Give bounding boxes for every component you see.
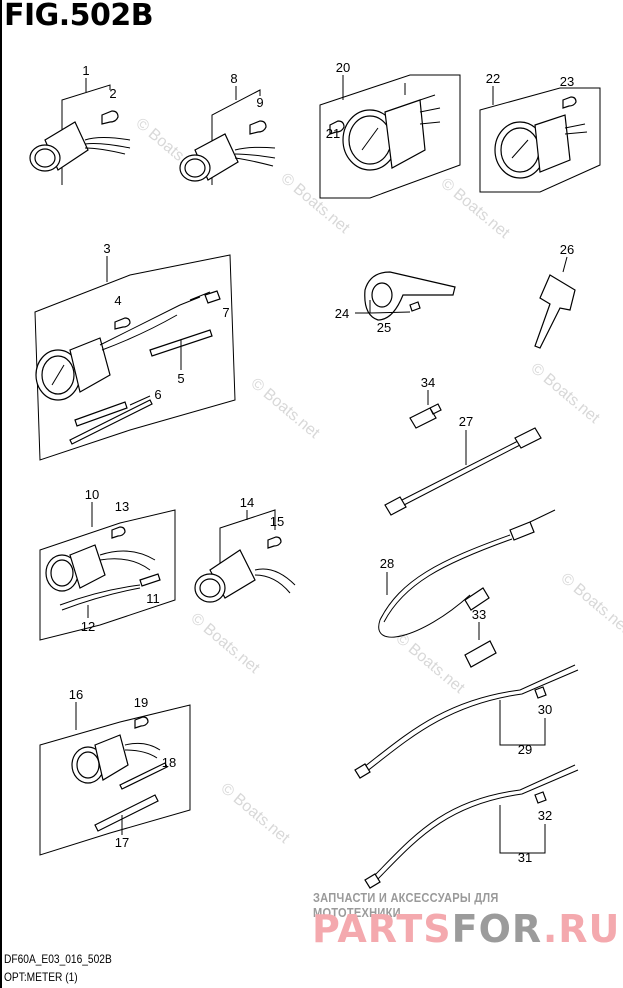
part-group-22 [479, 86, 601, 193]
callout-32: 32 [538, 808, 552, 823]
gauge-part-22 [494, 114, 588, 179]
bracket-part-24 [364, 271, 456, 321]
callout-8: 8 [230, 71, 237, 86]
figure-title: FIG.502B [4, 0, 154, 33]
watermark: © Boats.net [247, 375, 323, 442]
part-group-20 [319, 74, 461, 199]
callout-31: 31 [518, 850, 532, 865]
watermark: © Boats.net [527, 360, 603, 427]
tube-part-17 [94, 794, 159, 832]
brand-tagline: ЗАПЧАСТИ И АКСЕССУАРЫ ДЛЯ МОТОТЕХНИКИ [313, 890, 499, 920]
part-group-24 [355, 271, 456, 321]
callout-18: 18 [162, 755, 176, 770]
watermark: © Boats.net [392, 630, 468, 697]
bulb-part-23 [562, 96, 577, 109]
callout-4: 4 [114, 293, 121, 308]
callout-34: 34 [421, 375, 435, 390]
fitting-part-33 [464, 640, 497, 668]
callout-28: 28 [380, 556, 394, 571]
screw-part-25 [409, 301, 421, 312]
gauge-part-3 [35, 291, 211, 401]
callout-17: 17 [115, 835, 129, 850]
part-group-16 [39, 702, 191, 856]
callout-16: 16 [69, 687, 83, 702]
callout-30: 30 [538, 702, 552, 717]
watermark: © Boats.net [217, 780, 293, 847]
callout-5: 5 [177, 371, 184, 386]
watermark: © Boats.net [187, 610, 263, 677]
watermarks: © Boats.net © Boats.net © Boats.net © Bo… [132, 115, 623, 847]
callout-21: 21 [326, 126, 340, 141]
callout-labels: 1 2 3 4 5 6 7 8 9 10 11 12 13 14 15 16 1… [69, 60, 574, 865]
brand-part-1: PARTS [312, 907, 452, 951]
bulb-part-21 [329, 120, 345, 135]
part-group-3 [34, 254, 236, 461]
harness-part-31 [364, 764, 579, 889]
callout-2: 2 [109, 86, 116, 101]
tachometer-part-20 [342, 83, 441, 171]
callout-3: 3 [103, 241, 110, 256]
diagram-code: DF60A_E03_016_502B [4, 952, 112, 966]
page-border [0, 0, 2, 988]
fitting-part-34 [409, 403, 442, 429]
callout-25: 25 [377, 320, 391, 335]
bulb-part-4 [114, 317, 131, 330]
clip-part-32 [534, 791, 547, 804]
brand-part-3: .RU [542, 907, 621, 951]
bulb-part-13 [111, 526, 126, 539]
part-group-14 [194, 509, 296, 603]
callout-20: 20 [336, 60, 350, 75]
brand-part-2: FOR [451, 907, 543, 951]
callout-7: 7 [222, 305, 229, 320]
harness-part-12 [59, 584, 141, 611]
bulb-part-19 [134, 716, 149, 729]
gauge-part-1 [29, 121, 131, 172]
callout-26: 26 [560, 242, 574, 257]
bulb-part-2 [101, 110, 119, 125]
callout-27: 27 [459, 414, 473, 429]
cable-part-27 [384, 427, 542, 516]
callout-33: 33 [472, 607, 486, 622]
watermark: © Boats.net [557, 570, 623, 637]
callout-15: 15 [270, 514, 284, 529]
bulb-part-15 [267, 536, 282, 549]
watermark: © Boats.net [437, 175, 513, 242]
tie-part-6 [69, 399, 153, 445]
part-group-10 [39, 502, 176, 641]
tube-part-11 [139, 573, 161, 587]
connector-part-7 [204, 290, 221, 304]
tie-part-18 [119, 762, 168, 790]
watermark: © Boats.net [277, 170, 353, 237]
gauge-part-8 [179, 133, 276, 182]
callout-13: 13 [115, 499, 129, 514]
callout-23: 23 [560, 74, 574, 89]
callout-10: 10 [85, 487, 99, 502]
callout-22: 22 [486, 71, 500, 86]
bracket-part-26 [534, 274, 576, 349]
diagram-subtitle: OPT:METER (1) [4, 970, 78, 984]
clip-part-30 [534, 686, 547, 699]
callout-11: 11 [146, 591, 160, 606]
callout-1: 1 [82, 63, 89, 78]
part-group-8 [179, 86, 276, 185]
callout-14: 14 [240, 495, 254, 510]
callout-19: 19 [134, 695, 148, 710]
callout-9: 9 [256, 95, 263, 110]
callout-6: 6 [154, 387, 161, 402]
cable-part-28 [378, 509, 556, 638]
harness-part-29 [354, 664, 579, 779]
bulb-part-9 [249, 120, 267, 135]
part-group-1 [29, 78, 131, 185]
callout-29: 29 [518, 742, 532, 757]
callout-24: 24 [335, 306, 349, 321]
callout-12: 12 [81, 619, 95, 634]
brand-logo: PARTSFOR.RU [312, 908, 620, 950]
tube-part-5 [74, 329, 213, 427]
